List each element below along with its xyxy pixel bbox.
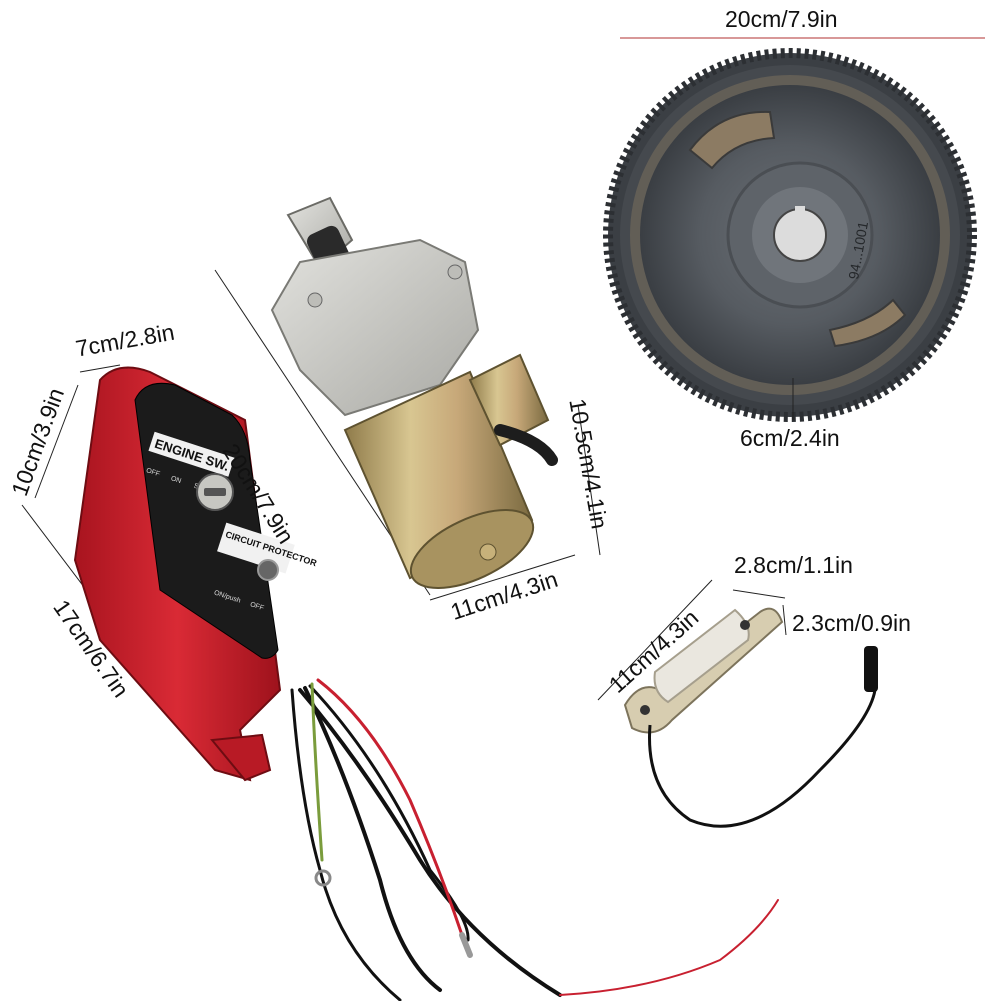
switch-position-on: ON [170, 475, 182, 485]
flywheel-bore [773, 208, 827, 262]
starter-motor [214, 196, 601, 601]
coil-width-label: 2.8cm/1.1in [734, 552, 853, 578]
starter-solenoid [468, 353, 550, 447]
flywheel: 94...1001 [603, 37, 985, 422]
flywheel-magnet-2 [828, 298, 907, 348]
wire-harness [290, 678, 779, 1002]
coil-winding [653, 608, 750, 704]
flywheel-magnet-1 [688, 110, 776, 170]
ignition-switch-box: ENGINE SW. OFF ON START CIRCUIT PROTECTO… [21, 364, 318, 782]
starter-housing [270, 238, 480, 417]
flywheel-diameter-label: 20cm/7.9in [725, 6, 838, 32]
flywheel-height-label: 6cm/2.4in [740, 425, 840, 451]
breaker-button [257, 559, 279, 581]
coil-lead-wire [648, 689, 877, 828]
switch-position-off: OFF [145, 467, 160, 478]
charging-coil [597, 579, 878, 828]
coil-thickness-label: 2.3cm/0.9in [792, 610, 911, 636]
breaker-position-off: OFF [249, 601, 264, 612]
